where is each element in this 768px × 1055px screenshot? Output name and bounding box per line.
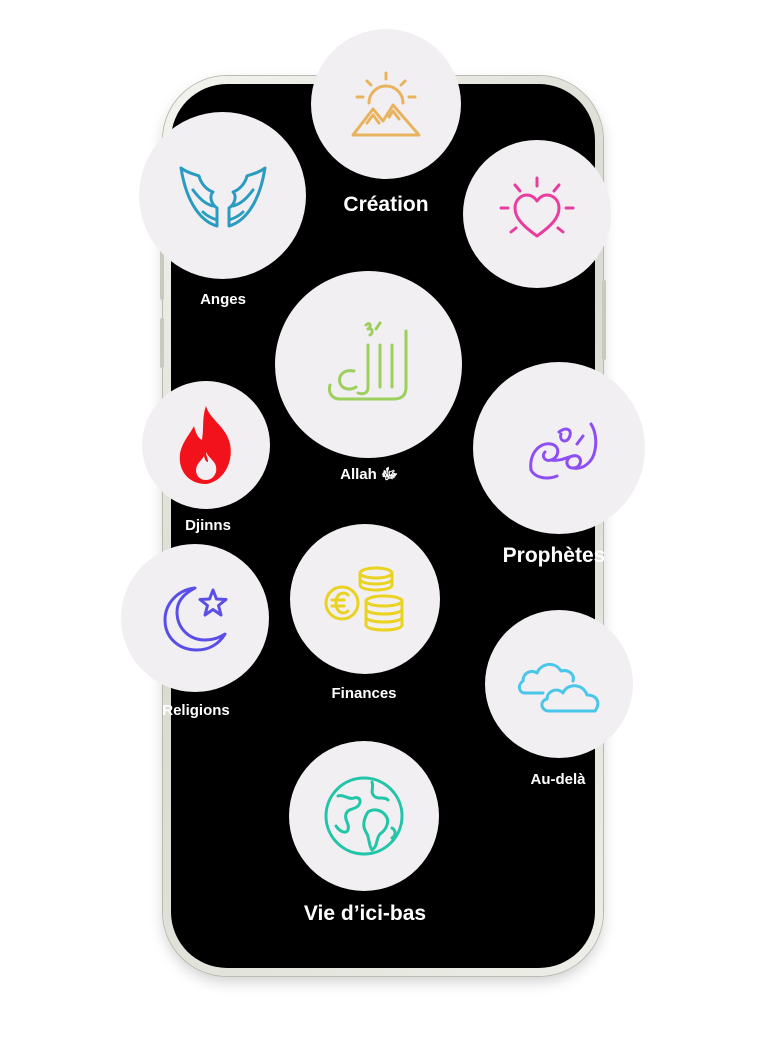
category-anges-bubble[interactable] (139, 112, 306, 279)
category-creation-label[interactable]: Création (343, 193, 429, 216)
sun-mountain-icon (351, 71, 421, 137)
category-audela-bubble[interactable] (485, 610, 633, 758)
category-anges-label[interactable]: Anges (200, 291, 246, 308)
heart-icon (499, 176, 575, 238)
clouds-icon (517, 663, 600, 713)
globe-icon (324, 776, 404, 856)
phone-side-button-volume-down (160, 318, 164, 368)
category-prophetes-bubble[interactable] (473, 362, 645, 534)
category-creation-bubble[interactable] (311, 29, 461, 179)
category-religions-bubble[interactable] (121, 544, 269, 692)
category-finances-label[interactable]: Finances (331, 685, 397, 702)
angel-wings-icon (179, 166, 266, 227)
category-love-bubble[interactable] (463, 140, 611, 288)
muhammad-calligraphy-icon (529, 422, 598, 480)
phone-side-button-power (602, 280, 606, 360)
category-religions-label-clip: Religions (160, 698, 280, 724)
category-djinns-label[interactable]: Djinns (185, 517, 231, 534)
category-allah-label[interactable]: Allah ﷻ (340, 466, 398, 483)
category-vie-label[interactable]: Vie d’ici-bas (303, 902, 427, 925)
category-djinns-bubble[interactable] (142, 381, 270, 509)
category-prophetes-label-clip: Prophètes (480, 540, 604, 574)
phone-side-button-volume-up (160, 250, 164, 300)
category-finances-bubble[interactable] (290, 524, 440, 674)
crescent-star-icon (163, 586, 228, 652)
category-allah-bubble[interactable] (275, 271, 462, 458)
allah-calligraphy-icon (327, 321, 407, 400)
euro-coins-icon (324, 566, 404, 632)
category-religions-label[interactable]: Religions (162, 702, 230, 719)
category-prophetes-label[interactable]: Prophètes (502, 544, 604, 567)
category-audela-label[interactable]: Au-delà (530, 771, 586, 788)
flame-icon (179, 406, 231, 484)
category-vie-bubble[interactable] (289, 741, 439, 891)
